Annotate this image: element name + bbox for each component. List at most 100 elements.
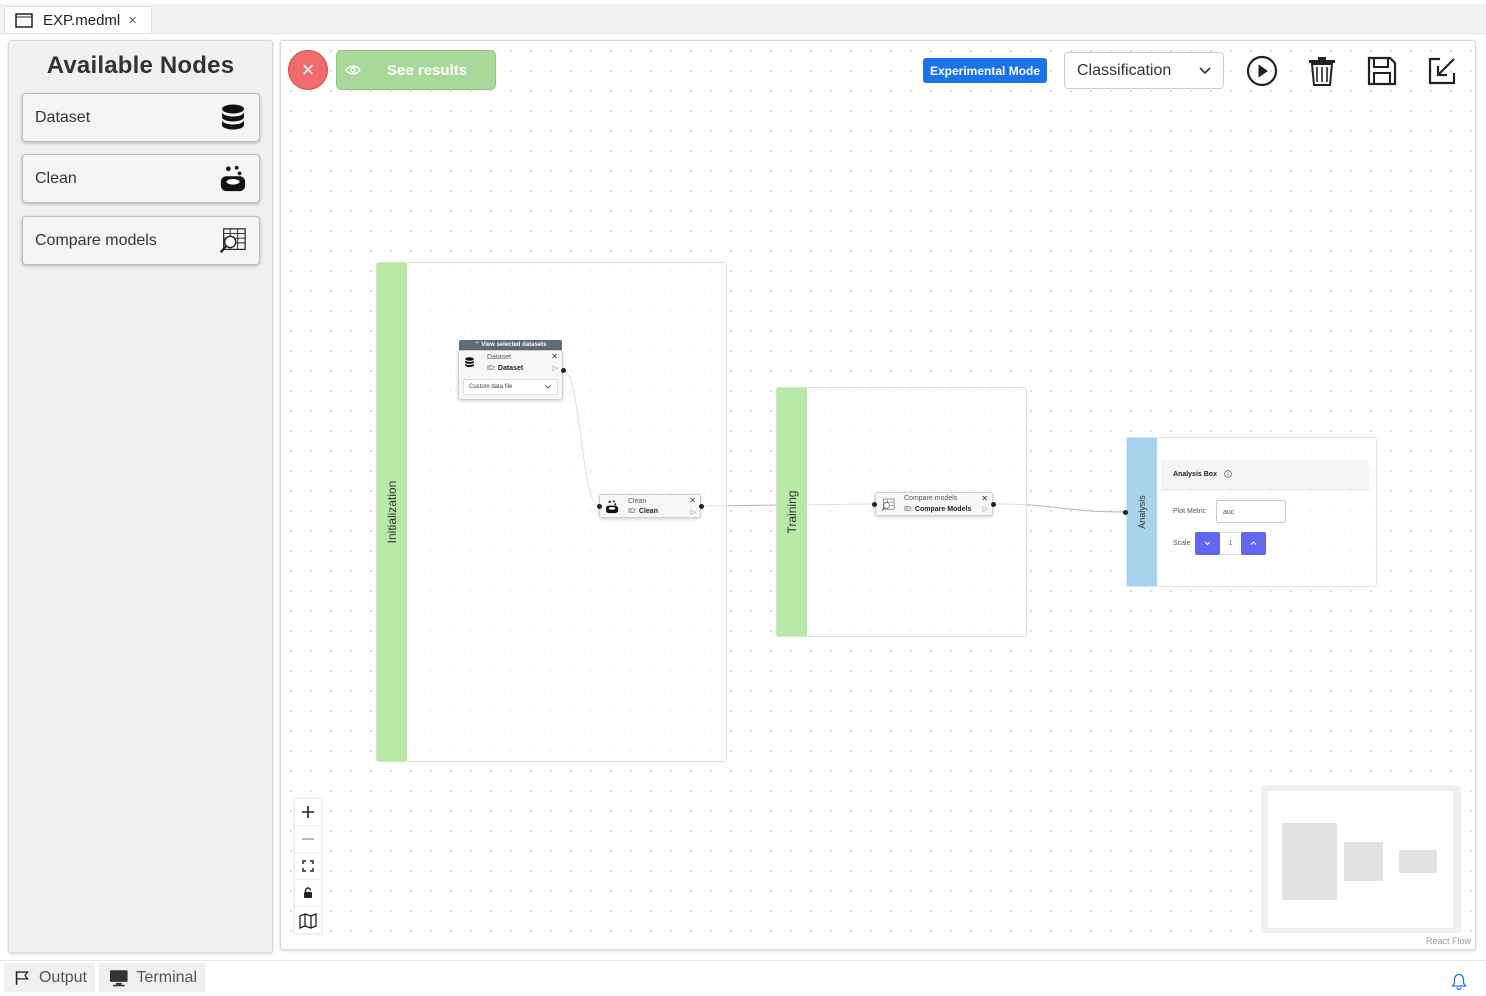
bottom-panel-bar: Output Terminal	[0, 960, 1486, 996]
fit-view-icon	[302, 860, 314, 872]
scale-label: Scale	[1173, 540, 1191, 547]
compare-node-id: ID: Compare Models	[904, 506, 972, 513]
react-flow-attribution[interactable]: React Flow	[1425, 936, 1471, 946]
file-icon	[15, 12, 33, 28]
minimap-node	[1344, 842, 1383, 881]
dataset-node-name: Dataset	[487, 354, 512, 361]
node-card-label: Compare models	[35, 231, 157, 249]
scale-input[interactable]: 1	[1220, 532, 1241, 555]
file-tab-label: EXP.medml	[43, 11, 121, 29]
group-analysis[interactable]: Analysis Analysis Box Plot Metric auc Sc…	[1126, 437, 1377, 587]
chevron-down-icon	[545, 385, 551, 389]
save-icon[interactable]	[1366, 55, 1398, 87]
node-card-label: Clean	[35, 169, 77, 187]
eye-icon	[345, 65, 361, 75]
fit-view-button[interactable]	[295, 853, 321, 880]
available-nodes-panel: Available Nodes Dataset Clean Compare mo…	[8, 40, 273, 953]
flow-controls	[294, 798, 322, 934]
database-icon	[222, 104, 244, 129]
node-card-label: Dataset	[35, 108, 91, 126]
group-bar: Training	[777, 388, 807, 636]
file-tab[interactable]: EXP.medml ×	[4, 6, 152, 33]
plot-metric-input[interactable]: auc	[1216, 500, 1286, 523]
play-icon[interactable]	[1246, 55, 1278, 87]
compare-output-handle[interactable]	[991, 502, 996, 507]
panel-title: Available Nodes	[46, 52, 235, 79]
close-experiment-button[interactable]: ×	[288, 50, 328, 90]
see-results-label: See results	[387, 61, 468, 79]
clean-node-name: Clean	[628, 498, 647, 505]
trash-icon[interactable]	[1306, 55, 1338, 87]
dataset-node[interactable]: Dataset ID: Dataset ✕ ▷ Custom data file	[458, 350, 563, 400]
dataset-file-select[interactable]: Custom data file	[463, 379, 558, 395]
flag-icon	[15, 970, 29, 985]
output-tab[interactable]: Output	[4, 963, 95, 992]
ml-type-value: Classification	[1077, 61, 1172, 79]
soap-icon	[220, 165, 246, 191]
group-label: Initialization	[385, 480, 399, 544]
dataset-output-handle[interactable]	[561, 368, 566, 373]
info-icon[interactable]	[1224, 470, 1232, 478]
group-label: Training	[785, 490, 799, 534]
compare-models-icon	[219, 227, 246, 253]
map-icon	[299, 912, 317, 929]
see-results-button[interactable]: See results	[336, 50, 496, 90]
chevron-up-icon: ⌃	[474, 342, 482, 348]
minimap[interactable]	[1261, 785, 1461, 933]
play-icon[interactable]: ▷	[982, 506, 988, 513]
analysis-box-title: Analysis Box	[1173, 471, 1217, 478]
bell-icon[interactable]	[1451, 973, 1467, 990]
monitor-icon	[109, 969, 128, 986]
group-label: Analysis	[1137, 495, 1147, 529]
database-icon	[465, 357, 474, 368]
lock-button[interactable]	[295, 880, 321, 907]
clean-output-handle[interactable]	[699, 504, 704, 509]
group-bar: Initialization	[377, 263, 407, 761]
plus-icon	[302, 806, 314, 818]
minus-icon	[302, 838, 314, 840]
play-icon[interactable]: ▷	[690, 509, 696, 516]
terminal-tab-label: Terminal	[136, 968, 197, 986]
clean-node-id: ID: Clean	[628, 508, 658, 515]
editor-tab-strip: EXP.medml ×	[0, 4, 1486, 34]
dataset-node-id: ID: Dataset	[487, 365, 524, 372]
analysis-box-header: Analysis Box	[1161, 460, 1369, 490]
compare-input-handle[interactable]	[872, 502, 877, 507]
chevron-down-icon	[1204, 541, 1211, 546]
minimap-toggle-button[interactable]	[295, 907, 321, 934]
close-icon[interactable]: ×	[128, 11, 138, 29]
chevron-up-icon	[1250, 541, 1257, 545]
play-icon[interactable]: ▷	[552, 365, 558, 372]
soap-icon	[605, 500, 619, 514]
clean-node[interactable]: Clean ID: Clean ✕ ▷	[599, 494, 701, 518]
flow-canvas[interactable]: × See results Experimental Mode Classifi…	[280, 40, 1476, 950]
node-card-clean[interactable]: Clean	[22, 154, 260, 203]
export-icon[interactable]	[1426, 55, 1458, 87]
compare-node-name: Compare models	[904, 495, 958, 502]
lock-icon	[304, 887, 312, 898]
node-card-dataset[interactable]: Dataset	[22, 93, 260, 142]
experimental-mode-badge[interactable]: Experimental Mode	[923, 58, 1048, 83]
output-tab-label: Output	[38, 968, 87, 986]
close-icon[interactable]: ✕	[981, 494, 988, 503]
view-datasets-label: View selected datasets	[481, 342, 547, 348]
ml-type-select[interactable]: Classification	[1064, 52, 1224, 89]
close-icon[interactable]: ✕	[689, 496, 696, 505]
close-icon[interactable]: ✕	[551, 352, 558, 361]
clean-input-handle[interactable]	[597, 504, 602, 509]
minimap-viewport	[1268, 791, 1453, 928]
analysis-input-handle[interactable]	[1123, 510, 1128, 515]
group-bar: Analysis	[1127, 438, 1157, 586]
scale-decrement-button[interactable]	[1195, 532, 1220, 555]
chevron-down-icon	[1199, 66, 1211, 74]
compare-models-node[interactable]: Compare models ID: Compare Models ✕ ▷	[875, 492, 993, 516]
zoom-in-button[interactable]	[295, 799, 321, 826]
minimap-node	[1282, 823, 1337, 900]
scale-increment-button[interactable]	[1241, 532, 1266, 555]
node-card-compare-models[interactable]: Compare models	[22, 216, 260, 265]
terminal-tab[interactable]: Terminal	[99, 963, 205, 992]
compare-models-icon	[881, 498, 895, 511]
plot-metric-label: Plot Metric	[1173, 508, 1207, 515]
zoom-out-button[interactable]	[295, 826, 321, 853]
view-selected-datasets-button[interactable]: ⌃ View selected datasets	[459, 340, 562, 350]
